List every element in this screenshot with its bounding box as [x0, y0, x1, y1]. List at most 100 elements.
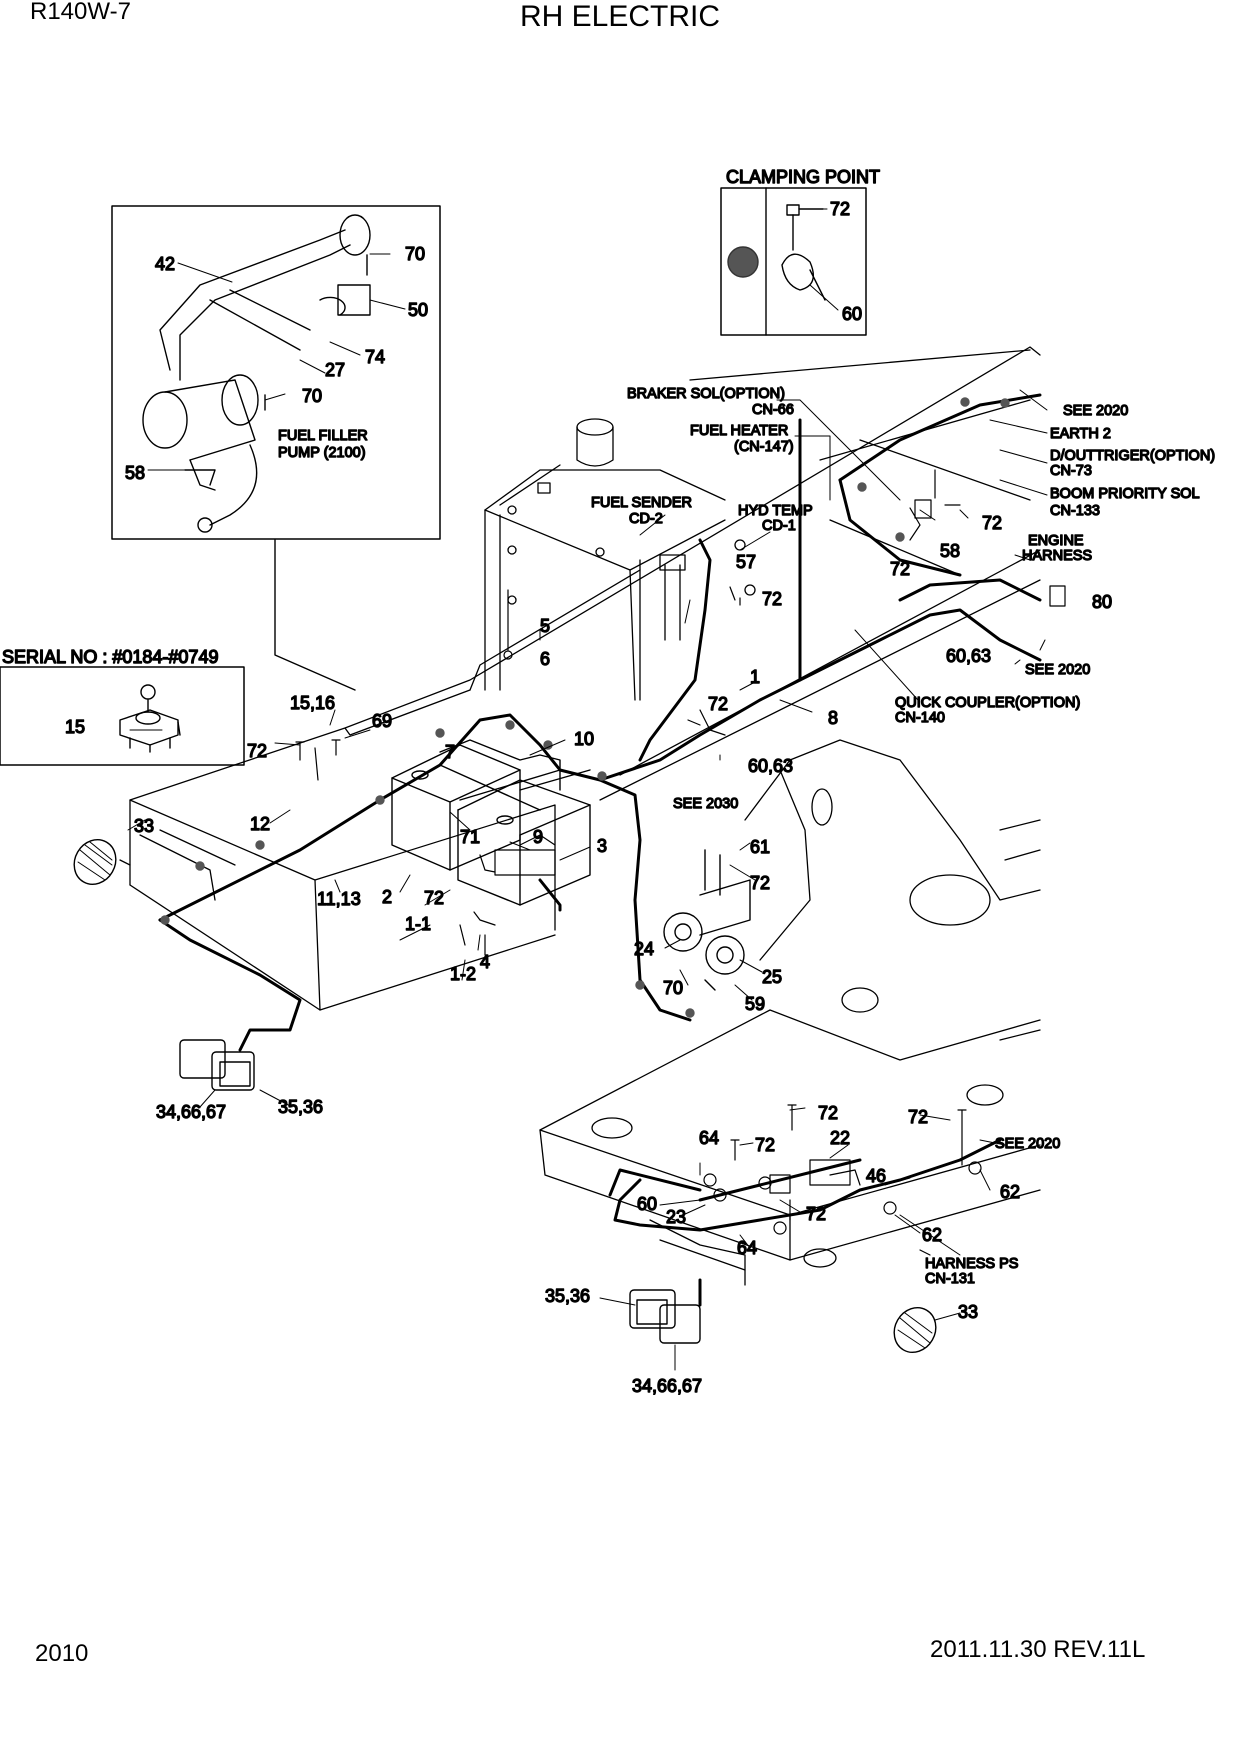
callout-hyd-temp: HYD TEMP [738, 503, 813, 519]
part-label: 2 [382, 887, 392, 907]
callout-fuel-heater: FUEL HEATER [690, 423, 788, 439]
fuel-tank [484, 418, 756, 701]
part-label: 12 [250, 814, 270, 834]
part-label: 11,13 [317, 889, 361, 909]
reflectors [73, 839, 937, 1353]
part-label: 64 [699, 1128, 719, 1148]
clamps-and-bolts [295, 469, 1066, 1256]
callout-harness-ps: HARNESS PS [925, 1256, 1018, 1272]
part-label: 69 [372, 711, 392, 731]
part-label: 8 [828, 708, 838, 728]
part-label: 46 [866, 1166, 886, 1186]
part-label: 72 [762, 589, 782, 609]
inset-part-70b: 70 [302, 386, 322, 406]
callout-see2020-b: SEE 2020 [1025, 662, 1090, 678]
part-label: 34,66,67 [632, 1376, 702, 1396]
part-label: 72 [750, 873, 770, 893]
callout-quick-coupler: QUICK COUPLER(OPTION) [895, 695, 1080, 711]
callout-see2020-a: SEE 2020 [1063, 403, 1128, 419]
callout-braker-sol: BRAKER SOL(OPTION) [627, 386, 785, 402]
part-label: 10 [574, 729, 594, 749]
part-label: 15,16 [290, 693, 335, 713]
inset-part-27: 27 [325, 360, 345, 380]
part-label: 33 [958, 1302, 978, 1322]
part-label: 7 [445, 742, 455, 762]
part-label: 71 [460, 827, 480, 847]
callout-engine: ENGINE [1028, 533, 1084, 549]
callout-cn147: (CN-147) [734, 439, 794, 455]
lower-frame [539, 739, 1041, 1286]
part-label: 4 [480, 952, 490, 972]
part-label: 60,63 [748, 756, 793, 776]
part-label: 57 [736, 552, 756, 572]
part-label: 60 [637, 1194, 657, 1214]
clamping-point-box [720, 187, 867, 336]
callout-outtriger: D/OUTTRIGER(OPTION) [1050, 448, 1215, 464]
part-label: 72 [708, 694, 728, 714]
part-label: 72 [755, 1135, 775, 1155]
callout-cn66: CN-66 [752, 402, 794, 418]
part-label: 72 [424, 888, 444, 908]
fuel-pump-inset [111, 205, 441, 691]
part-label: 6 [540, 649, 550, 669]
part-label: 60,63 [946, 646, 991, 666]
upper-frame [119, 346, 1041, 1011]
callout-see2030: SEE 2030 [673, 796, 738, 812]
part-label: 22 [830, 1128, 850, 1148]
part-label: 35,36 [278, 1097, 323, 1117]
inset-part-58: 58 [125, 463, 145, 483]
clamping-point-title: CLAMPING POINT [726, 167, 880, 187]
inset-part-74: 74 [365, 347, 385, 367]
callout-earth2: EARTH 2 [1050, 426, 1111, 442]
part-label: 33 [134, 816, 154, 836]
leader-lines [127, 208, 1048, 1371]
part-label: 59 [745, 994, 765, 1014]
part-label: 23 [666, 1207, 686, 1227]
part-label: 9 [533, 827, 543, 847]
inset-part-70a: 70 [405, 244, 425, 264]
serial-part: 15 [65, 717, 85, 737]
part-label: 62 [922, 1225, 942, 1245]
part-label: 72 [247, 741, 267, 761]
part-label: 80 [1092, 592, 1112, 612]
part-label: 1-2 [450, 964, 476, 984]
part-label: 72 [982, 513, 1002, 533]
part-label: 3 [597, 836, 607, 856]
work-lamps [179, 1039, 701, 1344]
part-label: 62 [1000, 1182, 1020, 1202]
inset-part-50: 50 [408, 300, 428, 320]
model-code: R140W-7 [30, 0, 131, 25]
callout-cn73: CN-73 [1050, 463, 1092, 479]
callout-boom-priority: BOOM PRIORITY SOL [1050, 486, 1200, 502]
callout-harness: HARNESS [1022, 548, 1092, 564]
part-label: 72 [818, 1103, 838, 1123]
part-label: 34,66,67 [156, 1102, 226, 1122]
revision-date: 2011.11.30 REV.11L [930, 1636, 1146, 1663]
part-label: 72 [890, 559, 910, 579]
callout-cn140: CN-140 [895, 710, 945, 726]
part-label: 70 [663, 978, 683, 998]
part-label: 1 [750, 667, 760, 687]
part-label: 1-1 [405, 914, 431, 934]
fuel-filler-note-2: PUMP (2100) [278, 445, 366, 461]
part-label: 72 [908, 1107, 928, 1127]
callout-fuel-sender: FUEL SENDER [591, 495, 692, 511]
part-label: 5 [540, 616, 550, 636]
page-title: RH ELECTRIC [519, 0, 721, 33]
page-number: 2010 [35, 1640, 89, 1667]
part-label: 24 [634, 939, 654, 959]
harness-clips [160, 397, 1010, 1018]
callout-cn131: CN-131 [925, 1271, 975, 1287]
callout-see2020-c: SEE 2020 [995, 1136, 1060, 1152]
part-label: 61 [750, 837, 770, 857]
serial-box [0, 666, 245, 766]
part-label: 64 [737, 1238, 757, 1258]
upper-right-chassis [689, 349, 1031, 576]
clamp-part: 60 [842, 304, 862, 324]
callout-cd2: CD-2 [629, 511, 663, 527]
horns [663, 849, 751, 991]
serial-title: SERIAL NO : #0184-#0749 [2, 647, 218, 667]
clamp-bolt-part: 72 [830, 199, 850, 219]
callout-cn133: CN-133 [1050, 503, 1100, 519]
